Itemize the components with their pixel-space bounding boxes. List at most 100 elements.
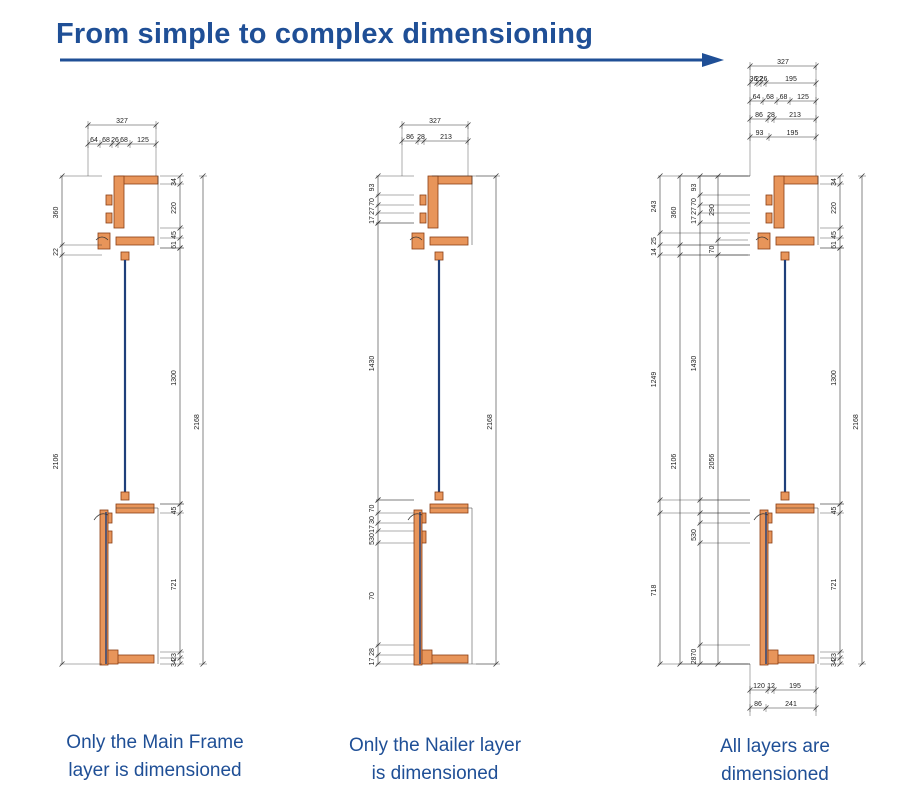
left-dim-label: 22 [53, 248, 60, 256]
caption-all-layers: All layers are dimensioned [655, 733, 895, 789]
left-lower-dim-label: 17 [369, 658, 376, 666]
right-upper-dim-label: 220 [831, 202, 838, 214]
sill-frame [775, 503, 815, 514]
top-row-dim-label: 195 [787, 130, 799, 137]
sill-jamb [99, 509, 109, 666]
head-nailer-2 [105, 212, 113, 224]
bottom-row1-dim-label: 120 [753, 683, 765, 690]
left-lower-dim-label: 30 [369, 516, 376, 524]
upper-glazing-bead [120, 251, 130, 261]
left-upper-dim-label: 27 [369, 207, 376, 215]
sill-frame [429, 503, 469, 514]
right-upper-dim-label: 61 [831, 241, 838, 249]
top-row-dim-label: 86 [755, 112, 763, 119]
top-parts-dim-label: 86 [406, 134, 414, 141]
sill-bottom-plate [773, 654, 815, 664]
left3-dim-label: 27 [691, 207, 698, 215]
head-trim-curve [409, 236, 423, 241]
caption-all-layers-line2: dimensioned [721, 764, 829, 785]
head-nailer-1 [419, 194, 427, 206]
sill-bottom-plate [427, 654, 469, 664]
right-upper-dim-label: 34 [831, 178, 838, 186]
top-row-dim-label: 68 [780, 94, 788, 101]
left2-dim-label: 2106 [671, 454, 678, 470]
caption-nailer-line1: Only the Nailer layer [348, 735, 522, 756]
head-stop [115, 236, 155, 246]
head-trim-curve [755, 236, 769, 241]
left3-dim-label: 70 [691, 198, 698, 206]
right-upper-dim-label: 45 [171, 231, 178, 239]
right-upper-dim-label: 34 [171, 178, 178, 186]
top-parts-dim-label: 125 [137, 137, 149, 144]
left-upper-dim-label: 93 [369, 184, 376, 192]
right-lower-dim-label: 23 [171, 653, 178, 661]
top-row-dim-label: 36 [750, 76, 758, 83]
top-row-dim-label: 93 [756, 130, 764, 137]
right-total-dim-label: 2168 [194, 414, 201, 430]
left1-dim-label: 243 [651, 201, 658, 213]
left4-dim-label: 290 [709, 204, 716, 216]
left3-dim-label: 1430 [691, 356, 698, 372]
left3-dim-label: 530 [691, 529, 698, 541]
head-stop [775, 236, 815, 246]
lower-glazing-bead [120, 491, 130, 501]
head-trim-curve [95, 236, 109, 241]
right-lower-dim-label: 721 [831, 579, 838, 591]
top-parts-dim-label: 28 [417, 134, 425, 141]
right-total-dim-label: 2168 [853, 414, 860, 430]
left1-dim-label: 14 [651, 248, 658, 256]
top-row-dim-label: 125 [797, 94, 809, 101]
left-mid-dim-label: 1430 [369, 356, 376, 372]
sill-jamb [759, 509, 769, 666]
head-nailer-1 [765, 194, 773, 206]
left3-dim-label: 2870 [691, 649, 698, 665]
left3-dim-label: 93 [691, 184, 698, 192]
top-row-dim-label: 213 [789, 112, 801, 119]
right-lower-dim-label: 721 [171, 579, 178, 591]
right-lower-dim-label: 23 [831, 653, 838, 661]
caption-nailer-line2: is dimensioned [371, 763, 499, 784]
top-total-dim-label: 327 [777, 59, 789, 66]
caption-main-frame: Only the Main Frame layer is dimensioned [35, 729, 275, 785]
caption-main-frame-line1: Only the Main Frame [66, 732, 244, 753]
left1-dim-label: 1249 [651, 372, 658, 388]
head-frame-side [113, 175, 125, 229]
sill-jamb [413, 509, 423, 666]
left-lower-dim-label: 70 [369, 592, 376, 600]
head-frame-side [773, 175, 785, 229]
right-total-dim-label: 2168 [487, 414, 494, 430]
top-total-dim-label: 327 [116, 118, 128, 125]
top-row-dim-label: 22 [755, 76, 763, 83]
right-lower-dim-label: 34 [171, 659, 178, 667]
page-title: From simple to complex dimensioning [56, 18, 594, 50]
right-lower-dim-label: 45 [171, 507, 178, 515]
bottom-row1-dim-label: 195 [789, 683, 801, 690]
caption-nailer: Only the Nailer layer is dimensioned [315, 732, 555, 788]
left2-dim-label: 360 [671, 207, 678, 219]
left-lower-dim-label: 70 [369, 505, 376, 513]
top-parts-dim-label: 64 [90, 137, 98, 144]
top-row-dim-label: 28 [767, 112, 775, 119]
left-lower-dim-label: 530 [369, 533, 376, 545]
sill-bottom-block [421, 649, 433, 665]
top-row-dim-label: 26 [760, 76, 768, 83]
left3-dim-label: 17 [691, 216, 698, 224]
bottom-row2-dim-label: 241 [785, 701, 797, 708]
top-total-dim-label: 327 [429, 118, 441, 125]
right-mid-dim-label: 1300 [831, 370, 838, 386]
lower-glazing-bead [780, 491, 790, 501]
right-upper-dim-label: 220 [171, 202, 178, 214]
sill-bottom-block [767, 649, 779, 665]
right-upper-dim-label: 45 [831, 231, 838, 239]
sill-bottom-block [107, 649, 119, 665]
arrow-head [702, 53, 724, 67]
head-nailer-2 [765, 212, 773, 224]
bottom-row1-dim-label: 12 [767, 683, 775, 690]
top-row-dim-label: 195 [785, 76, 797, 83]
top-row-dim-label: 64 [753, 94, 761, 101]
head-nailer-2 [419, 212, 427, 224]
top-row-dim-label: 68 [766, 94, 774, 101]
